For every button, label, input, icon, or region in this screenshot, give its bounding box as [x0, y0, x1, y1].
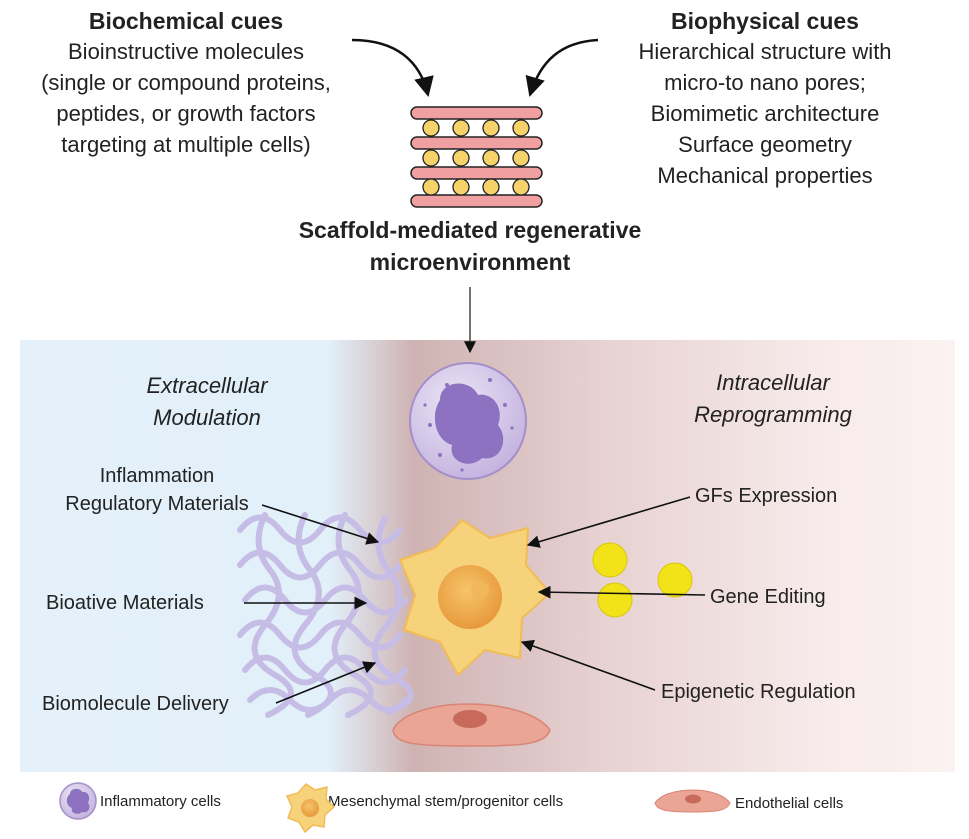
gene-editing-arrow — [537, 585, 706, 599]
inflammation-line-2: Regulatory Materials — [65, 493, 249, 515]
inflammation-arrow — [261, 504, 380, 545]
endothelial-cell — [392, 703, 551, 747]
center-title-line-1: Scaffold-mediated regenerative — [298, 217, 642, 243]
biophysical-title: Biophysical cues — [671, 8, 859, 34]
bioactive-label: Bioative Materials — [46, 592, 204, 614]
center-title: Scaffold-mediated regenerative microenvi… — [299, 214, 642, 278]
biophysical-arrow — [525, 38, 599, 97]
scaffold-icon — [410, 106, 543, 208]
gfs-arrow — [526, 496, 691, 548]
biochemical-line-2: (single or compound proteins, — [41, 70, 331, 95]
gfs-label: GFs Expression — [695, 485, 838, 507]
inflammation-label: Inflammation Regulatory Materials — [65, 462, 248, 518]
biophysical-line-4: Surface geometry — [678, 132, 852, 157]
gene-editing-label: Gene Editing — [710, 586, 826, 608]
biophysical-line-2: micro-to nano pores; — [664, 70, 866, 95]
intracellular-heading: Intracellular Reprogramming — [694, 367, 852, 431]
biochemical-line-4: targeting at multiple cells) — [61, 132, 311, 157]
extracellular-line-1: Extracellular — [146, 373, 268, 398]
epigenetic-label: Epigenetic Regulation — [661, 681, 856, 703]
legend-msc-label: Mesenchymal stem/progenitor cells — [328, 793, 564, 810]
legend-endothelial-icon — [654, 789, 731, 813]
biophysical-text: Hierarchical structure with micro-to nan… — [638, 36, 891, 191]
biophysical-line-1: Hierarchical structure with — [638, 39, 892, 64]
extracellular-heading: Extracellular Modulation — [146, 370, 267, 434]
msc-cell — [399, 519, 551, 676]
fiber-mesh — [237, 512, 414, 718]
legend-msc-icon — [286, 783, 335, 833]
intracellular-line-2: Reprogramming — [694, 402, 852, 427]
biochemical-text: Bioinstructive molecules (single or comp… — [41, 36, 331, 160]
inflammation-line-1: Inflammation — [99, 465, 215, 487]
biochemical-line-1: Bioinstructive molecules — [68, 39, 304, 64]
biophysical-line-5: Mechanical properties — [657, 163, 873, 188]
gene-editing-particles — [592, 542, 693, 618]
legend-endothelial-label: Endothelial cells — [735, 795, 844, 812]
biomolecule-label: Biomolecule Delivery — [42, 693, 229, 715]
biophysical-line-3: Biomimetic architecture — [650, 101, 880, 126]
epigenetic-arrow — [520, 639, 656, 691]
biochemical-title: Biochemical cues — [88, 8, 284, 34]
legend-inflammatory-label: Inflammatory cells — [100, 793, 221, 810]
legend-inflammatory-icon — [59, 782, 97, 820]
biochemical-arrow — [351, 38, 434, 97]
biomolecule-arrow — [275, 661, 377, 704]
extracellular-line-2: Modulation — [153, 405, 261, 430]
intracellular-line-1: Intracellular — [716, 370, 830, 395]
center-title-line-2: microenvironment — [369, 249, 571, 275]
biochemical-line-3: peptides, or growth factors — [56, 101, 316, 126]
inflammatory-cell — [409, 362, 527, 480]
